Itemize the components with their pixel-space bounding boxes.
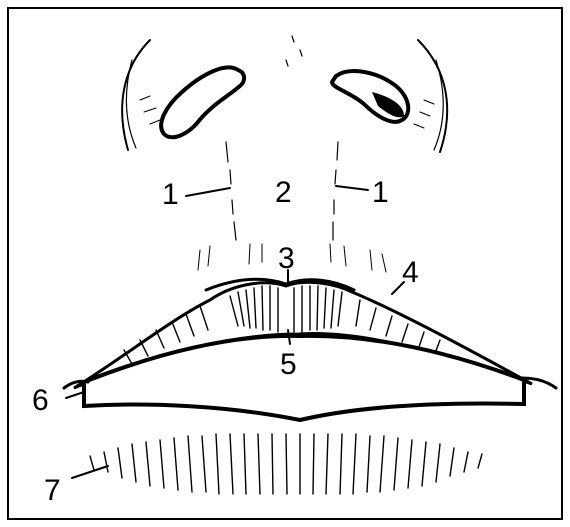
label-1-right: 1 [372,176,389,209]
label-4: 4 [402,256,419,289]
label-5: 5 [280,348,297,381]
label-6: 6 [32,384,49,417]
label-7: 7 [44,474,61,507]
label-1-left: 1 [162,178,179,211]
label-2: 2 [275,176,292,209]
label-3: 3 [278,242,295,275]
